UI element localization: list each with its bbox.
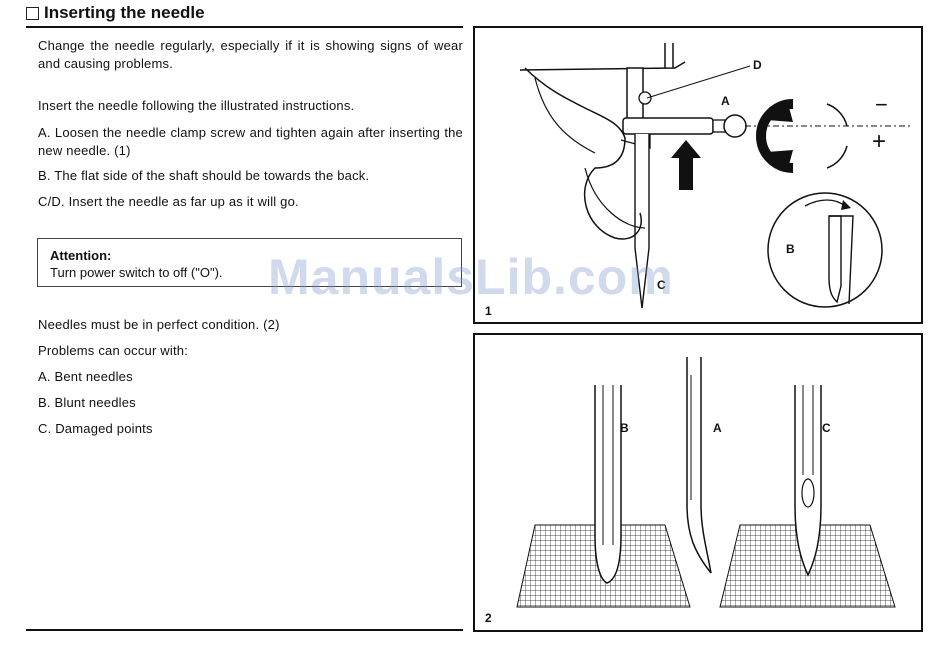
problems-paragraph: Problems can occur with:: [38, 343, 189, 358]
figure-1-illustration: [519, 43, 910, 309]
figure-1-label-a: A: [721, 94, 730, 108]
minus-sign: −: [875, 92, 888, 117]
section-title-text: Inserting the needle: [44, 3, 205, 22]
figure-1: 1 D A B C − +: [473, 26, 923, 324]
condition-paragraph: Needles must be in perfect condition. (2…: [38, 317, 280, 332]
problem-a: A. Bent needles: [38, 369, 133, 384]
figure-2-number: 2: [485, 611, 492, 625]
figure-2: 2 B A C: [473, 333, 923, 632]
figure-2-label-b: B: [620, 421, 629, 435]
figure-1-label-d: D: [753, 58, 762, 72]
instructions-paragraph: Insert the needle following the illustra…: [38, 98, 355, 113]
figure-1-label-b: B: [786, 242, 795, 256]
checkbox-icon: [26, 6, 39, 20]
problem-c: C. Damaged points: [38, 421, 153, 436]
problem-b: B. Blunt needles: [38, 395, 136, 410]
section-title: Inserting the needle: [26, 3, 205, 23]
step-a: A. Loosen the needle clamp screw and tig…: [38, 124, 463, 160]
attention-body: Turn power switch to off ("O").: [50, 265, 223, 280]
plus-sign: +: [872, 128, 887, 155]
top-divider: [26, 26, 463, 28]
figure-2-illustration: [516, 357, 896, 608]
figure-2-label-a: A: [713, 421, 722, 435]
intro-paragraph: Change the needle regularly, especially …: [38, 38, 463, 71]
step-b: B. The flat side of the shaft should be …: [38, 168, 370, 183]
attention-heading: Attention:: [50, 248, 112, 263]
step-cd: C/D. Insert the needle as far up as it w…: [38, 194, 299, 209]
watermark: ManualsLib.com: [268, 249, 674, 305]
step-a-text: A. Loosen the needle clamp screw and tig…: [38, 125, 463, 158]
figure-2-label-c: C: [822, 421, 831, 435]
bottom-divider: [26, 629, 463, 631]
figure-1-label-c: C: [657, 278, 666, 292]
attention-box: Attention: Turn power switch to off ("O"…: [37, 238, 462, 287]
figure-1-number: 1: [485, 304, 492, 318]
